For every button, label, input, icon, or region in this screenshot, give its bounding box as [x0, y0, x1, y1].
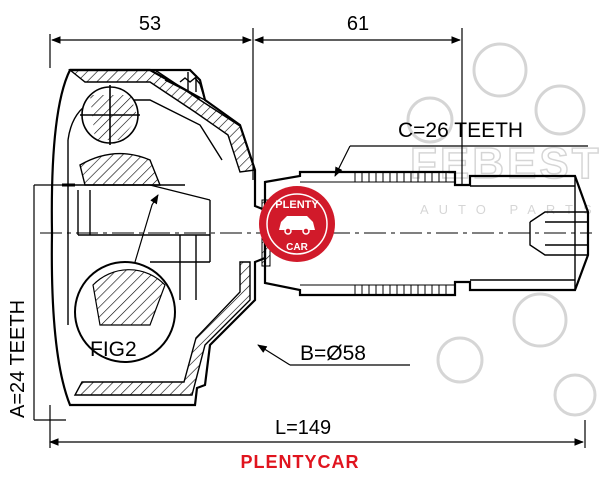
- spline-teeth: [300, 181, 455, 286]
- thread-end: [470, 176, 588, 290]
- footer-brand: PLENTYCAR: [240, 452, 359, 472]
- stamp-bottom-text: CAR: [286, 242, 308, 253]
- dim-l-label: L=149: [275, 417, 331, 439]
- dim-53-label: 53: [139, 13, 161, 35]
- fig2-leader: [134, 194, 159, 263]
- fig2-detail: FIG2: [74, 261, 176, 363]
- cage-hatch: [79, 152, 162, 186]
- watermark-sub: AUTO PARTS: [420, 202, 600, 217]
- plentycar-stamp: PLENTY CAR: [259, 186, 335, 262]
- dim-a-label: A=24 TEETH: [7, 300, 29, 418]
- ball-top: [80, 85, 140, 145]
- dim-61-label: 61: [347, 13, 369, 35]
- car-icon: [279, 216, 315, 230]
- dimension-lines: [33, 28, 588, 448]
- boot-clip: [179, 72, 206, 101]
- fig2-label: FIG2: [90, 338, 137, 361]
- dim-c-label: C=26 TEETH: [398, 119, 523, 142]
- spline-ticks: [354, 172, 447, 295]
- dim-b-label: B=Ø58: [300, 342, 366, 365]
- watermark: FEBEST AUTO PARTS: [406, 42, 600, 417]
- stamp-top-text: PLENTY: [275, 199, 319, 211]
- watermark-brand: FEBEST: [410, 139, 600, 188]
